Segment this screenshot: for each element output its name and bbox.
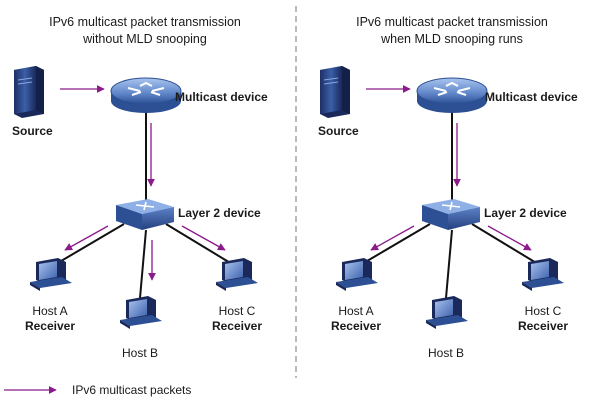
host-computer-icon (120, 296, 162, 329)
panel-title-line1: IPv6 multicast packet transmission (356, 15, 548, 29)
host-computer-icon (336, 258, 378, 291)
panel-title-line2: without MLD snooping (82, 32, 207, 46)
host-computer-icon (522, 258, 564, 291)
router-label: Multicast device (485, 90, 578, 104)
server-icon (320, 66, 350, 118)
arrow-to-host-a (64, 225, 109, 251)
host-a-name: Host A (32, 304, 67, 318)
host-a-name: Host A (338, 304, 373, 318)
host-c-role: Receiver (518, 319, 568, 333)
switch-label: Layer 2 device (484, 206, 567, 220)
source-label: Source (12, 124, 53, 138)
arrow-to-host-c (181, 225, 226, 251)
router-icon (416, 77, 488, 113)
host-computer-icon (216, 258, 258, 291)
host-c-name: Host C (525, 304, 562, 318)
source-label: Source (318, 124, 359, 138)
switch-icon (422, 199, 480, 230)
panel-title-line2: when MLD snooping runs (380, 32, 523, 46)
host-computer-icon (30, 258, 72, 291)
legend: IPv6 multicast packets (4, 383, 191, 397)
panel-with-snooping: IPv6 multicast packet transmission when … (318, 15, 578, 360)
link-switch-host-b (139, 229, 147, 299)
arrow-to-host-a (370, 225, 415, 251)
link-switch-host-a (361, 223, 431, 265)
link-switch-host-a (55, 223, 125, 265)
legend-label: IPv6 multicast packets (72, 383, 191, 397)
switch-label: Layer 2 device (178, 206, 261, 220)
host-b-name: Host B (428, 346, 464, 360)
host-computer-icon (426, 296, 468, 329)
link-switch-host-c (471, 223, 539, 265)
host-c-name: Host C (219, 304, 256, 318)
switch-icon (116, 199, 174, 230)
panel-title-line1: IPv6 multicast packet transmission (49, 15, 241, 29)
host-b-name: Host B (122, 346, 158, 360)
panel-without-snooping: IPv6 multicast packet transmission witho… (12, 15, 268, 360)
server-icon (14, 66, 44, 118)
router-label: Multicast device (175, 90, 268, 104)
router-icon (110, 77, 182, 113)
link-switch-host-c (165, 223, 233, 265)
host-a-role: Receiver (331, 319, 381, 333)
host-a-role: Receiver (25, 319, 75, 333)
link-switch-host-b (445, 229, 453, 299)
host-c-role: Receiver (212, 319, 262, 333)
arrow-to-host-c (487, 225, 532, 251)
